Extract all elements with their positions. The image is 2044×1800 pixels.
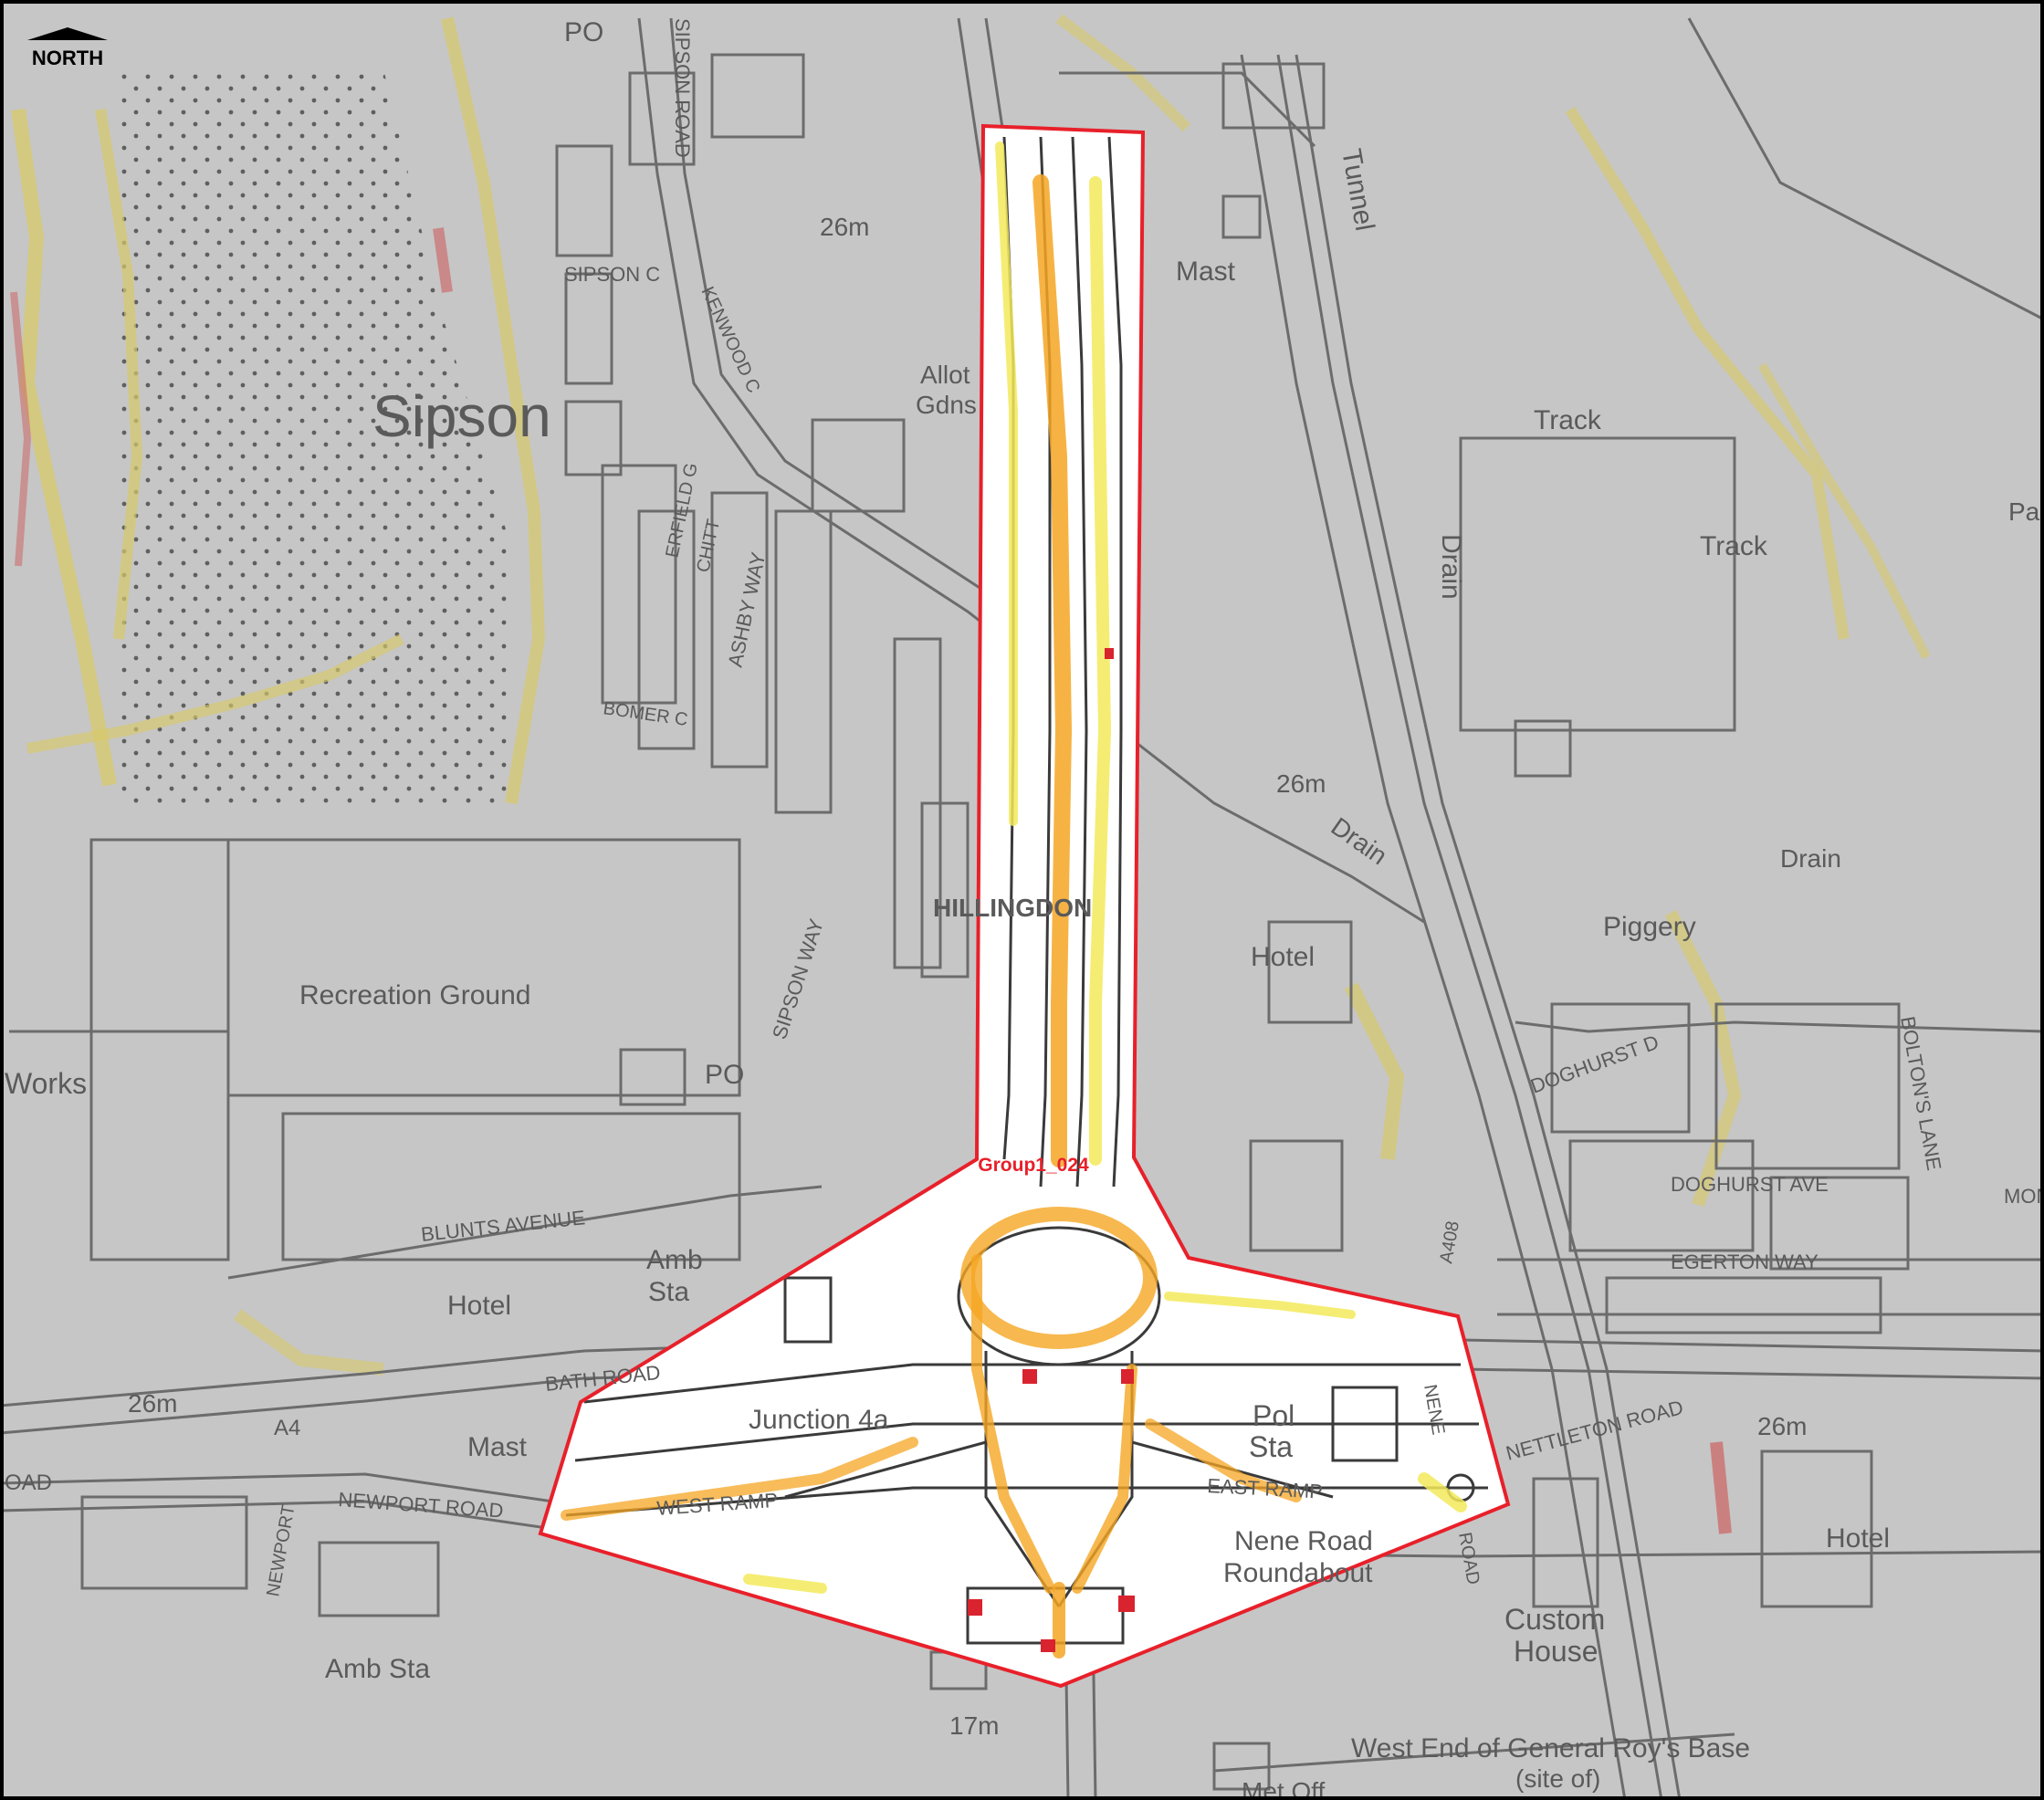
- north-arrow-icon: [27, 27, 108, 40]
- road-a4: A4: [274, 1416, 300, 1440]
- height-east: 26m: [1276, 769, 1326, 798]
- place-met-off: Met Off: [1242, 1777, 1326, 1800]
- place-amb-sta: Amb Sta: [325, 1654, 430, 1684]
- height-south: 17m: [949, 1711, 999, 1740]
- site-boundary-fill: [540, 126, 1508, 1686]
- north-label: NORTH: [32, 47, 103, 69]
- place-hotel-southeast: Hotel: [1826, 1523, 1890, 1554]
- north-arrow: NORTH: [27, 27, 108, 69]
- building-blocks: [80, 53, 1910, 1791]
- place-hotel-blunts: Hotel: [447, 1291, 511, 1321]
- place-nene-road: Nene Road: [1234, 1526, 1373, 1556]
- height-west: 26m: [128, 1389, 177, 1418]
- place-mast-north: Mast: [1176, 256, 1236, 287]
- place-pol: Pol: [1253, 1399, 1295, 1432]
- place-west-end: West End of General Roy's Base: [1351, 1733, 1750, 1763]
- place-hillingdon: HILLINGDON: [933, 894, 1092, 922]
- place-sipson: Sipson: [372, 383, 551, 449]
- place-amb: Amb: [646, 1245, 703, 1275]
- place-piggery: Piggery: [1603, 912, 1696, 942]
- street-doghurst-ave: DOGHURST AVE: [1671, 1173, 1829, 1196]
- place-po-south: PO: [705, 1060, 744, 1090]
- place-track-south: Track: [1700, 531, 1768, 561]
- place-custom: Custom: [1504, 1603, 1605, 1636]
- place-house: House: [1514, 1635, 1599, 1668]
- site-risk-overlay: [561, 141, 1467, 1659]
- orchard-area: [119, 68, 511, 803]
- site-boundary[interactable]: [538, 123, 1511, 1689]
- street-egerton-way: EGERTON WAY: [1671, 1251, 1819, 1273]
- place-pa: Pa: [2008, 497, 2040, 526]
- height-southeast: 26m: [1757, 1412, 1807, 1440]
- place-site-of: (site of): [1515, 1764, 1600, 1793]
- place-oad: OAD: [5, 1470, 52, 1495]
- place-works: Works: [5, 1067, 87, 1100]
- background-risk-patches: [10, 14, 1931, 1534]
- street-sipson-c: SIPSON C: [564, 263, 660, 286]
- street-sipson-road: SIPSON ROAD: [671, 18, 694, 158]
- place-drain-vertical: Drain: [1436, 534, 1466, 600]
- site-label: Group1_024: [978, 1155, 1089, 1176]
- place-pol-sta: Sta: [1249, 1430, 1293, 1463]
- place-po-north: PO: [564, 17, 603, 47]
- place-sta: Sta: [648, 1277, 689, 1307]
- place-recreation-ground: Recreation Ground: [299, 980, 530, 1010]
- place-allot: Allot: [920, 361, 970, 389]
- site-high-risk-cells: [968, 648, 1135, 1652]
- place-track-north: Track: [1534, 405, 1602, 435]
- place-mast-south: Mast: [467, 1432, 528, 1462]
- place-junction-4a: Junction 4a: [749, 1405, 889, 1435]
- place-mond: MOND: [2004, 1185, 2044, 1208]
- height-north: 26m: [820, 213, 869, 241]
- place-gdns: Gdns: [916, 391, 977, 419]
- place-hotel-east: Hotel: [1251, 942, 1315, 972]
- place-drain-east: Drain: [1780, 844, 1841, 873]
- place-roundabout: Roundabout: [1223, 1558, 1373, 1588]
